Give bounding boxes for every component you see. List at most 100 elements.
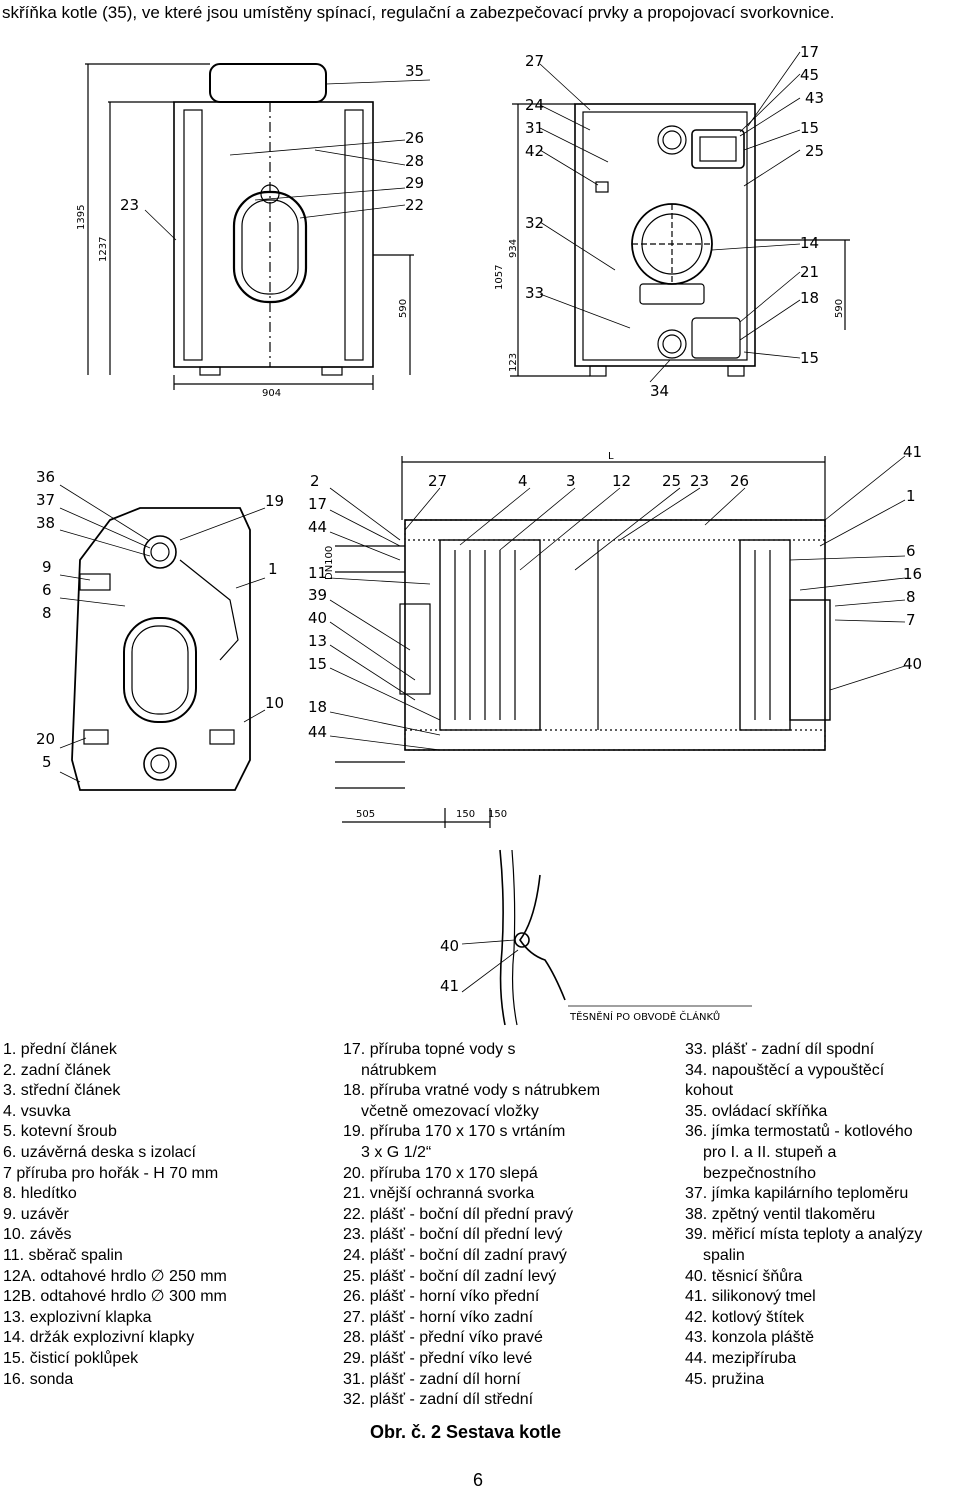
intro-text: skříňka kotle (35), ve které jsou umístě…	[2, 3, 835, 22]
dim-590b: 590	[834, 299, 845, 318]
legend-item: 12A. odtahové hrdlo ∅ 250 mm	[3, 1267, 227, 1285]
callout-8: 8	[42, 604, 52, 622]
legend-item: kohout	[685, 1082, 734, 1100]
dim-123: 123	[508, 353, 519, 372]
dim-1395: 1395	[76, 205, 87, 230]
callout-17b: 17	[308, 495, 327, 513]
legend-item: 36. jímka termostatů - kotlového	[685, 1123, 913, 1141]
legend-item: 8. hledítko	[3, 1185, 77, 1203]
callout-22: 22	[405, 196, 424, 214]
callout-44: 44	[308, 518, 327, 536]
dim-1237: 1237	[98, 237, 109, 262]
seal-caption: TĚSNĚNÍ PO OBVODĚ ČLÁNKŮ	[569, 1010, 720, 1023]
legend-item: 22. plášť - boční díl přední pravý	[343, 1205, 574, 1223]
legend-item: včetně omezovací vložky	[361, 1102, 539, 1120]
callout-15b: 15	[800, 349, 819, 367]
dim-dn100: DN100	[324, 546, 335, 580]
section-view-labels: 2 17 44 11 39 40 13 15 18 44 27 4 3 12 2…	[308, 443, 922, 820]
legend-item: bezpečnostního	[703, 1164, 816, 1182]
side-view	[59, 484, 266, 791]
callout-42: 42	[525, 142, 544, 160]
callout-26: 26	[405, 129, 424, 147]
callout-27: 27	[525, 52, 544, 70]
page-number: 6	[473, 1470, 484, 1490]
callout-10: 10	[265, 694, 284, 712]
callout-1: 1	[268, 560, 278, 578]
legend-item: 4. vsuvka	[3, 1102, 71, 1120]
callout-37: 37	[36, 491, 55, 509]
callout-39: 39	[308, 586, 327, 604]
back-view-labels: 27 24 31 42 32 33 34 17 45 43 15 25 14 2…	[494, 43, 845, 400]
legend-item: 5. kotevní šroub	[3, 1123, 117, 1141]
callout-15c: 15	[308, 655, 327, 673]
legend-item: 19. příruba 170 x 170 s vrtáním	[343, 1123, 566, 1141]
dim-L: L	[608, 451, 614, 462]
seal-detail	[461, 849, 752, 1026]
legend-column-3: 33. plášť - zadní díl spodní 34. napouště…	[685, 1040, 922, 1390]
front-view	[85, 63, 431, 390]
legend-item: 29. plášť - přední víko levé	[343, 1349, 533, 1367]
callout-23: 23	[120, 196, 139, 214]
legend-item: 44. mezipříruba	[685, 1349, 797, 1367]
legend-item: 42. kotlový štítek	[685, 1308, 805, 1326]
legend-item: nátrubkem	[361, 1061, 437, 1079]
callout-9: 9	[42, 558, 52, 576]
callout-26b: 26	[730, 472, 749, 490]
callout-16: 16	[903, 565, 922, 583]
callout-1b: 1	[906, 487, 916, 505]
callout-45: 45	[800, 66, 819, 84]
back-view	[510, 51, 850, 383]
legend-item: 9. uzávěr	[3, 1205, 69, 1223]
callout-4: 4	[518, 472, 528, 490]
legend-item: 33. plášť - zadní díl spodní	[685, 1041, 875, 1058]
callout-32: 32	[525, 214, 544, 232]
callout-15: 15	[800, 119, 819, 137]
dim-1057: 1057	[494, 265, 505, 290]
callout-35: 35	[405, 62, 424, 80]
legend-item: 21. vnější ochranná svorka	[343, 1185, 535, 1203]
callout-33: 33	[525, 284, 544, 302]
legend-item: 34. napouštěcí a vypouštěcí	[685, 1061, 885, 1079]
legend-item: 25. plášť - boční díl zadní levý	[343, 1267, 557, 1285]
legend-item: 37. jímka kapilárního teploměru	[685, 1185, 909, 1203]
legend-item: 45. pružina	[685, 1370, 765, 1388]
technical-drawing: 35 26 28 29 22 23 1395 1237 590 904	[36, 43, 922, 1026]
callout-2: 2	[310, 472, 320, 490]
legend-item: 43. konzola pláště	[685, 1329, 814, 1347]
callout-27b: 27	[428, 472, 447, 490]
legend-item: 2. zadní článek	[3, 1061, 111, 1079]
legend-item: 6. uzávěrná deska s izolací	[3, 1143, 196, 1161]
callout-40b: 40	[903, 655, 922, 673]
legend-item: 27. plášť - horní víko zadní	[343, 1308, 534, 1326]
legend-item: 20. příruba 170 x 170 slepá	[343, 1164, 538, 1182]
dim-590: 590	[398, 299, 409, 318]
callout-12: 12	[612, 472, 631, 490]
legend-item: 13. explozivní klapka	[3, 1308, 152, 1326]
legend-item: 28. plášť - přední víko pravé	[343, 1329, 543, 1347]
legend-item: pro I. a II. stupeň a	[703, 1143, 837, 1161]
callout-5: 5	[42, 753, 52, 771]
callout-19: 19	[265, 492, 284, 510]
callout-41: 41	[903, 443, 922, 461]
legend-item: 41. silikonový tmel	[685, 1288, 816, 1306]
callout-6b: 6	[906, 542, 916, 560]
callout-34: 34	[650, 382, 669, 400]
callout-25: 25	[805, 142, 824, 160]
dim-150b: 150	[488, 809, 507, 820]
figure-caption: Obr. č. 2 Sestava kotle	[370, 1422, 562, 1442]
callout-21: 21	[800, 263, 819, 281]
callout-24: 24	[525, 96, 544, 114]
callout-6: 6	[42, 581, 52, 599]
dim-150a: 150	[456, 809, 475, 820]
front-view-labels: 35 26 28 29 22 23 1395 1237 590 904	[76, 62, 424, 399]
dim-505: 505	[356, 809, 375, 820]
legend-item: 38. zpětný ventil tlakoměru	[685, 1205, 876, 1223]
legend-item: 23. plášť - boční díl přední levý	[343, 1226, 563, 1244]
callout-18: 18	[800, 289, 819, 307]
callout-25b: 25	[662, 472, 681, 490]
side-view-labels: 36 37 38 9 6 8 20 5 19 1 10	[36, 468, 284, 771]
legend-item: 1. přední článek	[3, 1041, 117, 1058]
callout-28: 28	[405, 152, 424, 170]
legend-item: 14. držák explozivní klapky	[3, 1329, 195, 1347]
